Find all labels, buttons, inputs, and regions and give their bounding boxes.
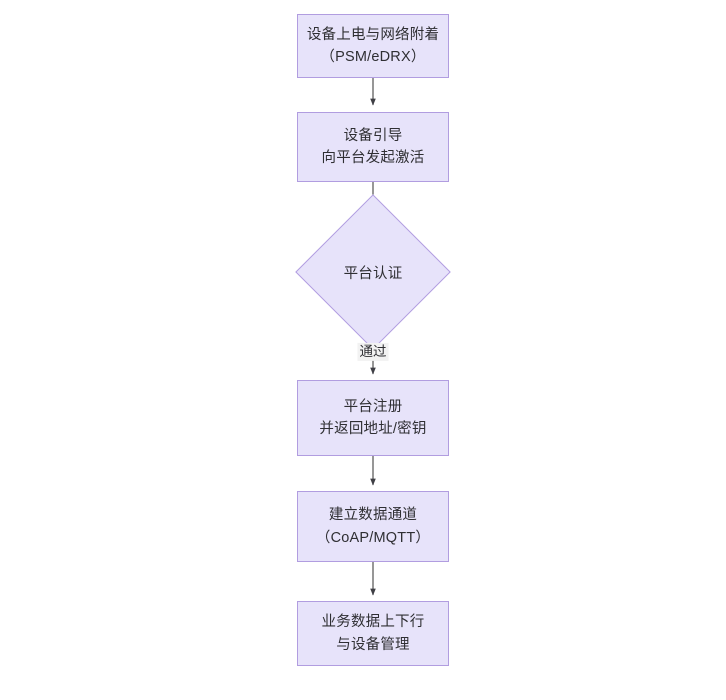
node-line: 建立数据通道 — [328, 507, 418, 524]
node-line: 向平台发起激活 — [321, 150, 425, 166]
node-line: 并返回地址/密钥 — [319, 421, 427, 437]
node-business-data[interactable]: 业务数据上下行 与设备管理 — [297, 601, 449, 666]
node-line: 平台注册 — [343, 398, 403, 415]
node-line: 设备上电与网络附着 — [306, 26, 440, 43]
node-platform-auth[interactable]: 平台认证 — [295, 194, 451, 350]
node-device-bootstrap[interactable]: 设备引导 向平台发起激活 — [297, 112, 449, 182]
node-line: 业务数据上下行 — [321, 614, 425, 631]
node-line: 与设备管理 — [336, 636, 410, 653]
node-line: 平台认证 — [343, 265, 403, 282]
node-line: （PSM/eDRX） — [320, 49, 426, 65]
node-device-power-on[interactable]: 设备上电与网络附着 （PSM/eDRX） — [297, 14, 449, 78]
edge-label-pass: 通过 — [357, 342, 389, 362]
node-line: （CoAP/MQTT） — [315, 529, 431, 546]
node-platform-register[interactable]: 平台注册 并返回地址/密钥 — [297, 380, 449, 456]
node-line: 设备引导 — [343, 127, 403, 144]
node-data-channel[interactable]: 建立数据通道 （CoAP/MQTT） — [297, 491, 449, 562]
